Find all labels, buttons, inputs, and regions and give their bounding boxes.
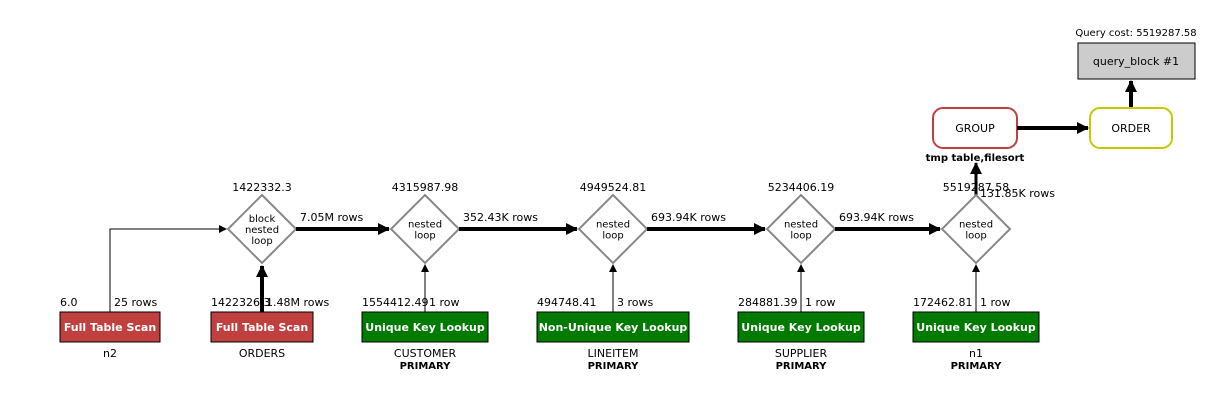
loop-1-label-line: loop <box>251 236 272 247</box>
table-orders-name: ORDERS <box>239 347 285 360</box>
table-supplier-cost: 284881.39 <box>738 296 798 309</box>
table-node-n1-label: Unique Key Lookup <box>916 321 1036 334</box>
table-node-n2[interactable] <box>59 311 161 343</box>
table-lineitem-name: LINEITEM <box>588 347 639 360</box>
edge-n2-loop1 <box>109 225 227 312</box>
edge-loop2-loop3-rows: 352.43K rows <box>463 211 538 224</box>
loop-5-cost: 5519287.58 <box>943 181 1009 194</box>
loop-3-cost: 4949524.81 <box>580 181 646 194</box>
table-node-customer-label: Unique Key Lookup <box>365 321 485 334</box>
table-customer-name: CUSTOMER <box>394 347 457 360</box>
loop-4-label-line: nested <box>784 220 818 231</box>
table-node-orders[interactable] <box>210 311 314 343</box>
table-lineitem-cost: 494748.41 <box>537 296 597 309</box>
loop-5-label-line: nested <box>959 220 993 231</box>
table-node-customer[interactable] <box>361 311 489 343</box>
table-node-lineitem-label: Non-Unique Key Lookup <box>539 321 688 334</box>
table-n1-key: PRIMARY <box>951 361 1003 372</box>
loop-3-label-line: loop <box>602 231 623 242</box>
edge-loop3-loop4-rows: 693.94K rows <box>651 211 726 224</box>
loop-5-label-line: loop <box>965 231 986 242</box>
loop-1-label-line: nested <box>245 225 279 236</box>
table-lineitem-key: PRIMARY <box>588 361 640 372</box>
table-n2-cost: 6.0 <box>60 296 78 309</box>
table-customer-cost: 1554412.49 <box>362 296 428 309</box>
loop-node-4[interactable] <box>765 193 837 265</box>
edge-loop5-group-rows: 131.85K rows <box>980 187 1055 200</box>
table-n2-rows: 25 rows <box>114 296 158 309</box>
table-n1-cost: 172462.81 <box>913 296 973 309</box>
table-n2-name: n2 <box>103 347 117 360</box>
edge-loop4-loop5-rows: 693.94K rows <box>839 211 914 224</box>
table-supplier-rows: 1 row <box>805 296 836 309</box>
query-cost-label: Query cost: 5519287.58 <box>1075 28 1196 39</box>
table-node-n1[interactable] <box>912 311 1040 343</box>
edges-layer: 7.05M rows 352.43K rows 693.94K rows 693.94… <box>109 211 980 312</box>
table-node-lineitem[interactable] <box>536 311 690 343</box>
table-customer-rows: 1 row <box>429 296 460 309</box>
table-orders-rows: 1.48M rows <box>266 296 329 309</box>
loop-2-label-line: nested <box>408 220 442 231</box>
table-lineitem-rows: 3 rows <box>617 296 654 309</box>
group-note: tmp table,filesort <box>926 153 1025 164</box>
loop-3-label-line: nested <box>596 220 630 231</box>
tables-layer: Full Table Scan 6.0 25 rows n2 Full Table Sc… <box>59 296 1040 372</box>
table-n1-name: n1 <box>969 347 983 360</box>
query-block-label: query_block #1 <box>1093 55 1179 68</box>
loop-2-label-line: loop <box>414 231 435 242</box>
loop-node-1[interactable] <box>226 193 298 265</box>
table-supplier-name: SUPPLIER <box>775 347 828 360</box>
query-block-node[interactable] <box>1077 42 1196 80</box>
table-node-supplier-label: Unique Key Lookup <box>741 321 861 334</box>
loop-2-cost: 4315987.98 <box>392 181 458 194</box>
loop-1-label-line: block <box>249 214 276 225</box>
table-node-n2-label: Full Table Scan <box>64 321 156 334</box>
edge-loop1-loop2-rows: 7.05M rows <box>300 211 363 224</box>
order-label: ORDER <box>1111 122 1151 135</box>
group-label: GROUP <box>955 122 995 135</box>
loop-1-cost: 1422332.3 <box>232 181 292 194</box>
loop-4-cost: 5234406.19 <box>768 181 834 194</box>
table-supplier-key: PRIMARY <box>776 361 828 372</box>
order-node[interactable] <box>1089 107 1173 149</box>
table-customer-key: PRIMARY <box>400 361 452 372</box>
loop-node-3[interactable] <box>577 193 649 265</box>
loops-layer: blocknestedloop1422332.3nestedloop431598… <box>226 181 1012 265</box>
table-n1-rows: 1 row <box>980 296 1011 309</box>
loop-node-2[interactable] <box>389 193 461 265</box>
loop-node-5[interactable] <box>940 193 1012 265</box>
table-node-orders-label: Full Table Scan <box>216 321 308 334</box>
table-orders-cost: 1422326.3 <box>211 296 271 309</box>
loop-4-label-line: loop <box>790 231 811 242</box>
